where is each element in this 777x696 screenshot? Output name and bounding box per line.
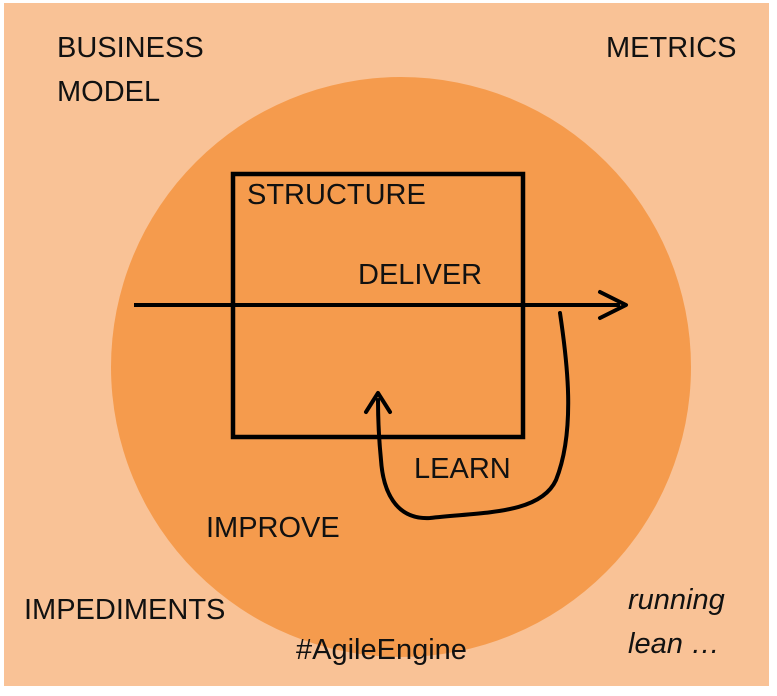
lean-label: lean … (628, 628, 720, 660)
deliver-arrow-head (598, 290, 628, 320)
deliver-label: DELIVER (358, 259, 483, 291)
learn-loop-arrow-head (364, 391, 392, 414)
business-label: BUSINESS (57, 32, 204, 64)
learn-label: LEARN (414, 453, 511, 485)
running-label: running (628, 584, 725, 616)
metrics-label: METRICS (606, 32, 737, 64)
structure-label: STRUCTURE (247, 179, 426, 211)
learn-loop-path (376, 311, 571, 521)
model-label: MODEL (57, 76, 161, 108)
hashtag-label: #AgileEngine (296, 634, 467, 666)
impediments-label: IMPEDIMENTS (24, 594, 226, 626)
improve-label: IMPROVE (206, 512, 340, 544)
main-circle (111, 77, 691, 657)
